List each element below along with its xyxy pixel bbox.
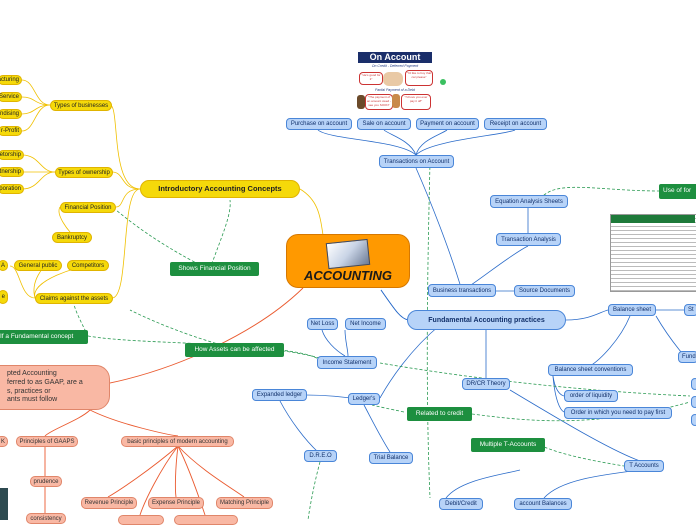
principle-child-node-1[interactable] xyxy=(118,515,164,525)
matching-principle-node[interactable]: Matching Principle xyxy=(216,497,273,509)
claims-item-general-public[interactable]: General public xyxy=(14,260,62,271)
label-use-of-for[interactable]: Use of for xyxy=(659,184,696,199)
net-loss-node[interactable]: Net Loss xyxy=(307,318,338,330)
consistency-node[interactable]: consistency xyxy=(26,513,66,524)
financial-position-node[interactable]: Financial Position xyxy=(60,202,116,213)
on-account-title: On Account xyxy=(358,52,432,63)
fund-node[interactable]: Fund xyxy=(678,351,696,363)
principle-child-node-2[interactable] xyxy=(174,515,238,525)
label-fundamental-concept[interactable]: If a Fundamental concept xyxy=(0,330,88,344)
business-transactions-node[interactable]: Business transactions xyxy=(428,284,496,297)
prudence-node[interactable]: prudence xyxy=(30,476,62,487)
label-related-to-credit[interactable]: Related to credit xyxy=(407,407,472,421)
trial-balance-node[interactable]: Trial Balance xyxy=(369,452,413,464)
balance-sheet-thumbnail-header xyxy=(611,215,695,223)
ownership-proprietorship[interactable]: etorship xyxy=(0,150,24,160)
net-income-node[interactable]: Net Income xyxy=(345,318,386,330)
statement-node[interactable]: St xyxy=(684,304,696,316)
order-in-which-node[interactable]: Order in which you need to pay first xyxy=(564,407,672,419)
balance-sheet-node[interactable]: Balance sheet xyxy=(608,304,656,316)
income-statement-node[interactable]: Income Statement xyxy=(317,356,377,369)
claims-against-assets-node[interactable]: Claims against the assets xyxy=(35,293,113,304)
source-documents-node[interactable]: Source Documents xyxy=(514,285,575,297)
label-multiple-t-accounts[interactable]: Multiple T-Accounts xyxy=(471,438,545,452)
speech-bubble-4: "I'd love you ever pay it off" xyxy=(401,94,431,110)
business-type-manufacturing[interactable]: facturing xyxy=(0,75,22,85)
person-icon xyxy=(357,95,365,109)
sale-on-account-node[interactable]: Sale on account xyxy=(357,118,411,130)
order-of-liquidity-node[interactable]: order of liquidity xyxy=(564,390,618,402)
central-title: ACCOUNTING xyxy=(303,267,393,283)
on-account-card: On Account On Credit - Deferred Payment … xyxy=(355,52,435,114)
side-stub-2[interactable] xyxy=(691,396,696,408)
intro-concepts-node[interactable]: Introductory Accounting Concepts xyxy=(140,180,300,198)
balance-sheet-thumbnail-image xyxy=(610,214,696,292)
business-type-not-for-profit[interactable]: r-Profit xyxy=(0,126,22,136)
speech-bubble-2: "I'd like to buy that car please" xyxy=(405,70,433,86)
types-of-ownership-node[interactable]: Types of ownership xyxy=(55,167,113,178)
gaap-definition-node[interactable]: pted Accounting ferred to as GAAP, are a… xyxy=(0,365,110,410)
revenue-principle-node[interactable]: Revenue Principle xyxy=(81,497,137,509)
label-how-assets-affected[interactable]: How Assets can be affected xyxy=(185,343,284,357)
account-balances-node[interactable]: account Balances xyxy=(514,498,572,510)
principles-of-gaaps-node[interactable]: Principles of GAAPS xyxy=(16,436,78,447)
types-of-businesses-node[interactable]: Types of businesses xyxy=(50,100,112,111)
on-account-subtitle: On Credit - Deferred Payment xyxy=(371,64,419,68)
calculator-document-icon xyxy=(325,238,371,269)
business-type-service[interactable]: Service xyxy=(0,92,22,102)
dr-cr-theory-node[interactable]: DR/CR Theory xyxy=(462,378,510,390)
gaap-k-node[interactable]: K xyxy=(0,436,8,447)
basic-principles-node[interactable]: basic principles of modern accounting xyxy=(121,436,234,447)
ownership-corporation[interactable]: rporation xyxy=(0,184,24,194)
dreo-node[interactable]: D.R.E.O xyxy=(304,450,337,462)
fundamental-practices-node[interactable]: Fundamental Accounting practices xyxy=(407,310,566,330)
label-shows-financial-position[interactable]: Shows Financial Position xyxy=(170,262,259,276)
claims-item-a[interactable]: A xyxy=(0,260,8,271)
central-node[interactable]: ACCOUNTING xyxy=(286,234,410,288)
business-type-merchandising[interactable]: andising xyxy=(0,109,22,119)
ledgers-node[interactable]: Ledger's xyxy=(348,393,380,405)
speech-bubble-1: "He's good for it" xyxy=(359,72,383,85)
payment-on-account-node[interactable]: Payment on account xyxy=(416,118,479,130)
equation-analysis-sheets-node[interactable]: Equation Analysis Sheets xyxy=(490,195,568,208)
people-icon xyxy=(383,72,403,86)
claims-left-node[interactable]: e xyxy=(0,290,8,304)
side-stub-3[interactable] xyxy=(691,414,696,426)
side-stub-1[interactable] xyxy=(691,378,696,390)
balance-sheet-conventions-node[interactable]: Balance sheet conventions xyxy=(548,364,633,376)
dark-corner-icon[interactable] xyxy=(0,488,8,520)
receipt-on-account-node[interactable]: Receipt on account xyxy=(484,118,547,130)
partial-payment-caption: Partial Payment of a Debt xyxy=(375,88,415,92)
purchase-on-account-node[interactable]: Purchase on account xyxy=(286,118,352,130)
transaction-analysis-node[interactable]: Transaction Analysis xyxy=(496,233,561,246)
link-status-icon[interactable] xyxy=(440,79,446,85)
person-icon-2 xyxy=(392,94,400,108)
bankruptcy-node[interactable]: Bankruptcy xyxy=(52,232,92,243)
t-accounts-node[interactable]: T Accounts xyxy=(624,460,664,472)
claims-item-competitors[interactable]: Competitors xyxy=(67,260,109,271)
expanded-ledger-node[interactable]: Expanded ledger xyxy=(252,389,307,401)
speech-bubble-3: "The payment of an amount owed - see you… xyxy=(365,94,393,110)
debit-credit-node[interactable]: Debit/Credit xyxy=(439,498,483,510)
expense-principle-node[interactable]: Expense Principle xyxy=(148,497,204,509)
transactions-on-account-node[interactable]: Transactions on Account xyxy=(379,155,454,168)
ownership-partnership[interactable]: rtnership xyxy=(0,167,24,177)
